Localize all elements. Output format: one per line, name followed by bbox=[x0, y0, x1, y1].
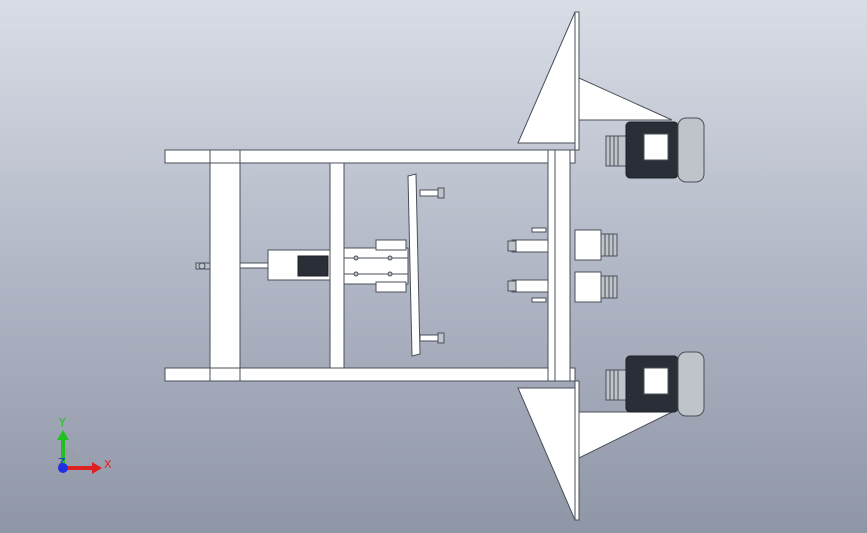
z-axis-dot bbox=[58, 463, 68, 473]
x-axis-label: X bbox=[104, 458, 112, 471]
mounting-plates bbox=[517, 11, 673, 521]
y-axis-label: Y bbox=[58, 416, 66, 429]
cylinder-assembly bbox=[195, 173, 445, 357]
spindle-shaft-bottom bbox=[511, 279, 549, 293]
spindle-assembly bbox=[507, 227, 618, 303]
triangle-plate-top-left bbox=[517, 11, 576, 144]
z-axis-label: Z bbox=[58, 456, 66, 469]
motor-top bbox=[605, 117, 705, 183]
motor-fan-cover-bottom bbox=[677, 351, 705, 417]
motor-bottom bbox=[605, 351, 705, 417]
motor-pulley-bottom bbox=[605, 369, 627, 401]
bearing-housing-top bbox=[574, 229, 602, 261]
cylinder-head bbox=[297, 255, 329, 277]
triangle-plate-bottom-right bbox=[578, 411, 673, 459]
x-axis-arrowhead bbox=[92, 462, 102, 474]
top-rail bbox=[164, 149, 576, 164]
motor-terminal-box-top bbox=[643, 133, 669, 161]
left-crossmember bbox=[209, 149, 241, 382]
bottom-rail bbox=[164, 367, 576, 382]
carriage-clamp-bottom bbox=[375, 281, 407, 293]
spindle-shaft-top bbox=[511, 239, 549, 253]
carriage-clamp-top bbox=[375, 239, 407, 251]
triangle-plate-top-right bbox=[578, 77, 673, 121]
motor-terminal-box-bottom bbox=[643, 367, 669, 395]
right-beam bbox=[547, 149, 571, 382]
y-axis-arrowhead bbox=[57, 430, 69, 440]
bearing-housing-bottom bbox=[574, 271, 602, 303]
triangle-plate-bottom-left bbox=[517, 387, 576, 521]
motor-fan-cover-top bbox=[677, 117, 705, 183]
coordinate-triad[interactable]: Y X Z bbox=[57, 416, 112, 474]
pusher-plate bbox=[407, 173, 421, 357]
middle-crossmember bbox=[329, 162, 345, 369]
motor-pulley-top bbox=[605, 135, 627, 167]
slide-carriage bbox=[343, 247, 409, 285]
main-frame bbox=[164, 149, 576, 382]
